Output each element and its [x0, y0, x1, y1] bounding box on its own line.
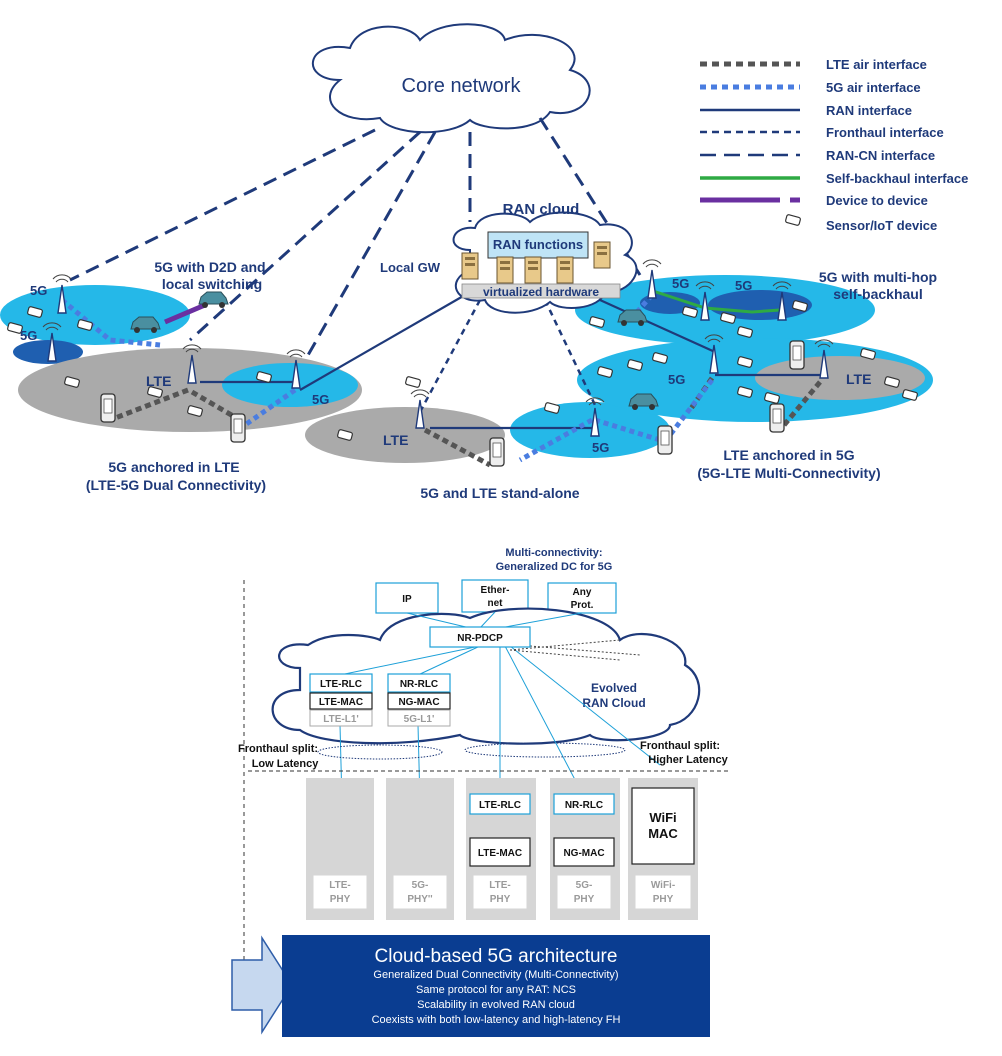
nr-pdcp-box: [429, 626, 531, 648]
lte-rlc-label: LTE-RLC: [320, 679, 362, 690]
d2d-link: [164, 302, 206, 325]
legend-label: Device to device: [826, 193, 928, 208]
ip-label: IP: [402, 594, 412, 605]
nr-stack: NR-RLC NG-MAC 5G-L1': [387, 673, 451, 727]
legend-label: 5G air interface: [826, 80, 921, 95]
col3-mac: LTE-MAC: [478, 848, 522, 859]
banner-line-3: Scalability in evolved RAN cloud: [417, 999, 575, 1011]
anchored-5g-caption-line1: LTE anchored in 5G: [723, 447, 854, 463]
lte-stack: LTE-RLC LTE-MAC LTE-L1': [309, 673, 373, 727]
5g-l1-label: 5G-L1': [404, 714, 435, 725]
core-network-cloud: Core network: [312, 23, 591, 134]
architecture-banner: Cloud-based 5G architecture Generalized …: [231, 935, 710, 1037]
label-5g-e: 5G: [672, 276, 689, 291]
nr-rlc-label: NR-RLC: [400, 679, 438, 690]
any-prot-line2: Prot.: [571, 600, 594, 611]
d2d-caption-line1: 5G with D2D and: [154, 259, 265, 275]
ran-links: [200, 294, 820, 430]
banner-line-1: Generalized Dual Connectivity (Multi-Con…: [373, 969, 618, 981]
evolved-line1: Evolved: [591, 681, 637, 695]
ran-functions-label: RAN functions: [493, 237, 583, 252]
ng-mac-label: NG-MAC: [398, 697, 439, 708]
fronthaul-links: [418, 299, 597, 413]
label-5g-a: 5G: [30, 283, 47, 298]
nr-pdcp-label: NR-PDCP: [457, 633, 503, 644]
col5-mac-line1: WiFi: [649, 810, 676, 825]
label-lte-c: LTE: [846, 371, 871, 387]
legend-sensor-icon: [784, 213, 802, 227]
legend-label: Fronthaul interface: [826, 125, 944, 140]
top-labels: 5G with D2D and local switching 5G 5G LT…: [20, 259, 937, 501]
ran-cloud-title: RAN cloud: [503, 201, 580, 218]
ethernet-line2: net: [488, 598, 504, 609]
label-5g-b: 5G: [20, 328, 37, 343]
col2-phy-line1: 5G-: [412, 880, 429, 891]
evolved-line2: RAN Cloud: [582, 696, 645, 710]
legend-label: Self-backhaul interface: [826, 171, 968, 186]
fh-high-line2: Higher Latency: [648, 754, 728, 766]
evolved-ran-cloud: Evolved RAN Cloud: [271, 607, 701, 745]
col5-phy-line2: PHY: [653, 894, 674, 905]
col3-phy-line2: PHY: [490, 894, 511, 905]
label-lte-b: LTE: [383, 432, 408, 448]
col4-mac: NG-MAC: [563, 848, 604, 859]
label-lte-a: LTE: [146, 373, 171, 389]
col3-phy-line1: LTE-: [489, 880, 510, 891]
standalone-caption: 5G and LTE stand-alone: [420, 485, 579, 501]
col4-rlc: NR-RLC: [565, 800, 603, 811]
dotted-links: [509, 639, 641, 661]
lte-l1-label: LTE-L1': [323, 714, 359, 725]
right-arrow-icon: [231, 935, 293, 1035]
protocol-boxes: IP Ether- net Any Prot.: [375, 579, 617, 614]
label-5g-d: 5G: [592, 440, 609, 455]
fh-high-line1: Fronthaul split:: [640, 740, 720, 752]
col5-phy-line1: WiFi-: [651, 880, 675, 891]
banner-line-4: Coexists with both low-latency and high-…: [372, 1014, 621, 1026]
fh-low-line2: Low Latency: [252, 758, 320, 770]
ethernet-line1: Ether-: [481, 585, 510, 596]
self-backhaul-links: [649, 288, 781, 314]
multihop-caption-line2: self-backhaul: [833, 286, 922, 302]
anchored-lte-caption-line2: (LTE-5G Dual Connectivity): [86, 477, 266, 493]
label-5g-f: 5G: [735, 278, 752, 293]
virtualized-hardware-label: virtualized hardware: [483, 285, 599, 299]
label-5g-g: 5G: [668, 372, 685, 387]
label-5g-c: 5G: [312, 392, 329, 407]
rat-columns: LTE- PHY 5G- PHY'' LTE-RLC LTE-MAC LTE- …: [306, 778, 698, 920]
anchored-lte-caption-line1: 5G anchored in LTE: [108, 459, 239, 475]
banner-line-2: Same protocol for any RAT: NCS: [416, 984, 576, 996]
anchored-5g-caption-line2: (5G-LTE Multi-Connectivity): [697, 465, 880, 481]
fh-low-line1: Fronthaul split:: [238, 743, 318, 755]
legend-label: RAN interface: [826, 103, 912, 118]
multihop-caption-line1: 5G with multi-hop: [819, 269, 937, 285]
d2d-caption-line2: local switching: [162, 276, 262, 292]
col3-rlc: LTE-RLC: [479, 800, 521, 811]
col4-phy-line2: PHY: [574, 894, 595, 905]
col1-phy-line2: PHY: [330, 894, 351, 905]
fh-high-ellipse: [464, 742, 626, 758]
local-gw-label: Local GW: [380, 260, 441, 275]
col5-mac-line2: MAC: [648, 826, 678, 841]
fh-low-ellipse: [317, 744, 443, 760]
ran-cloud: RAN functions virtualized hardware: [452, 211, 638, 314]
core-network-label: Core network: [402, 75, 522, 97]
banner-title: Cloud-based 5G architecture: [375, 946, 618, 967]
legend-label: LTE air interface: [826, 57, 927, 72]
col1-phy-line1: LTE-: [329, 880, 350, 891]
virtualized-hardware-bar: [461, 283, 621, 299]
legend-label: RAN-CN interface: [826, 148, 935, 163]
legend-label: Sensor/IoT device: [826, 218, 937, 233]
multi-connectivity-line1: Multi-connectivity:: [505, 547, 602, 559]
col4-phy-line1: 5G-: [576, 880, 593, 891]
any-prot-line1: Any: [573, 587, 592, 598]
multi-connectivity-line2: Generalized DC for 5G: [496, 561, 613, 573]
lte-mac-label: LTE-MAC: [319, 697, 363, 708]
col2-phy-line2: PHY'': [407, 894, 432, 905]
